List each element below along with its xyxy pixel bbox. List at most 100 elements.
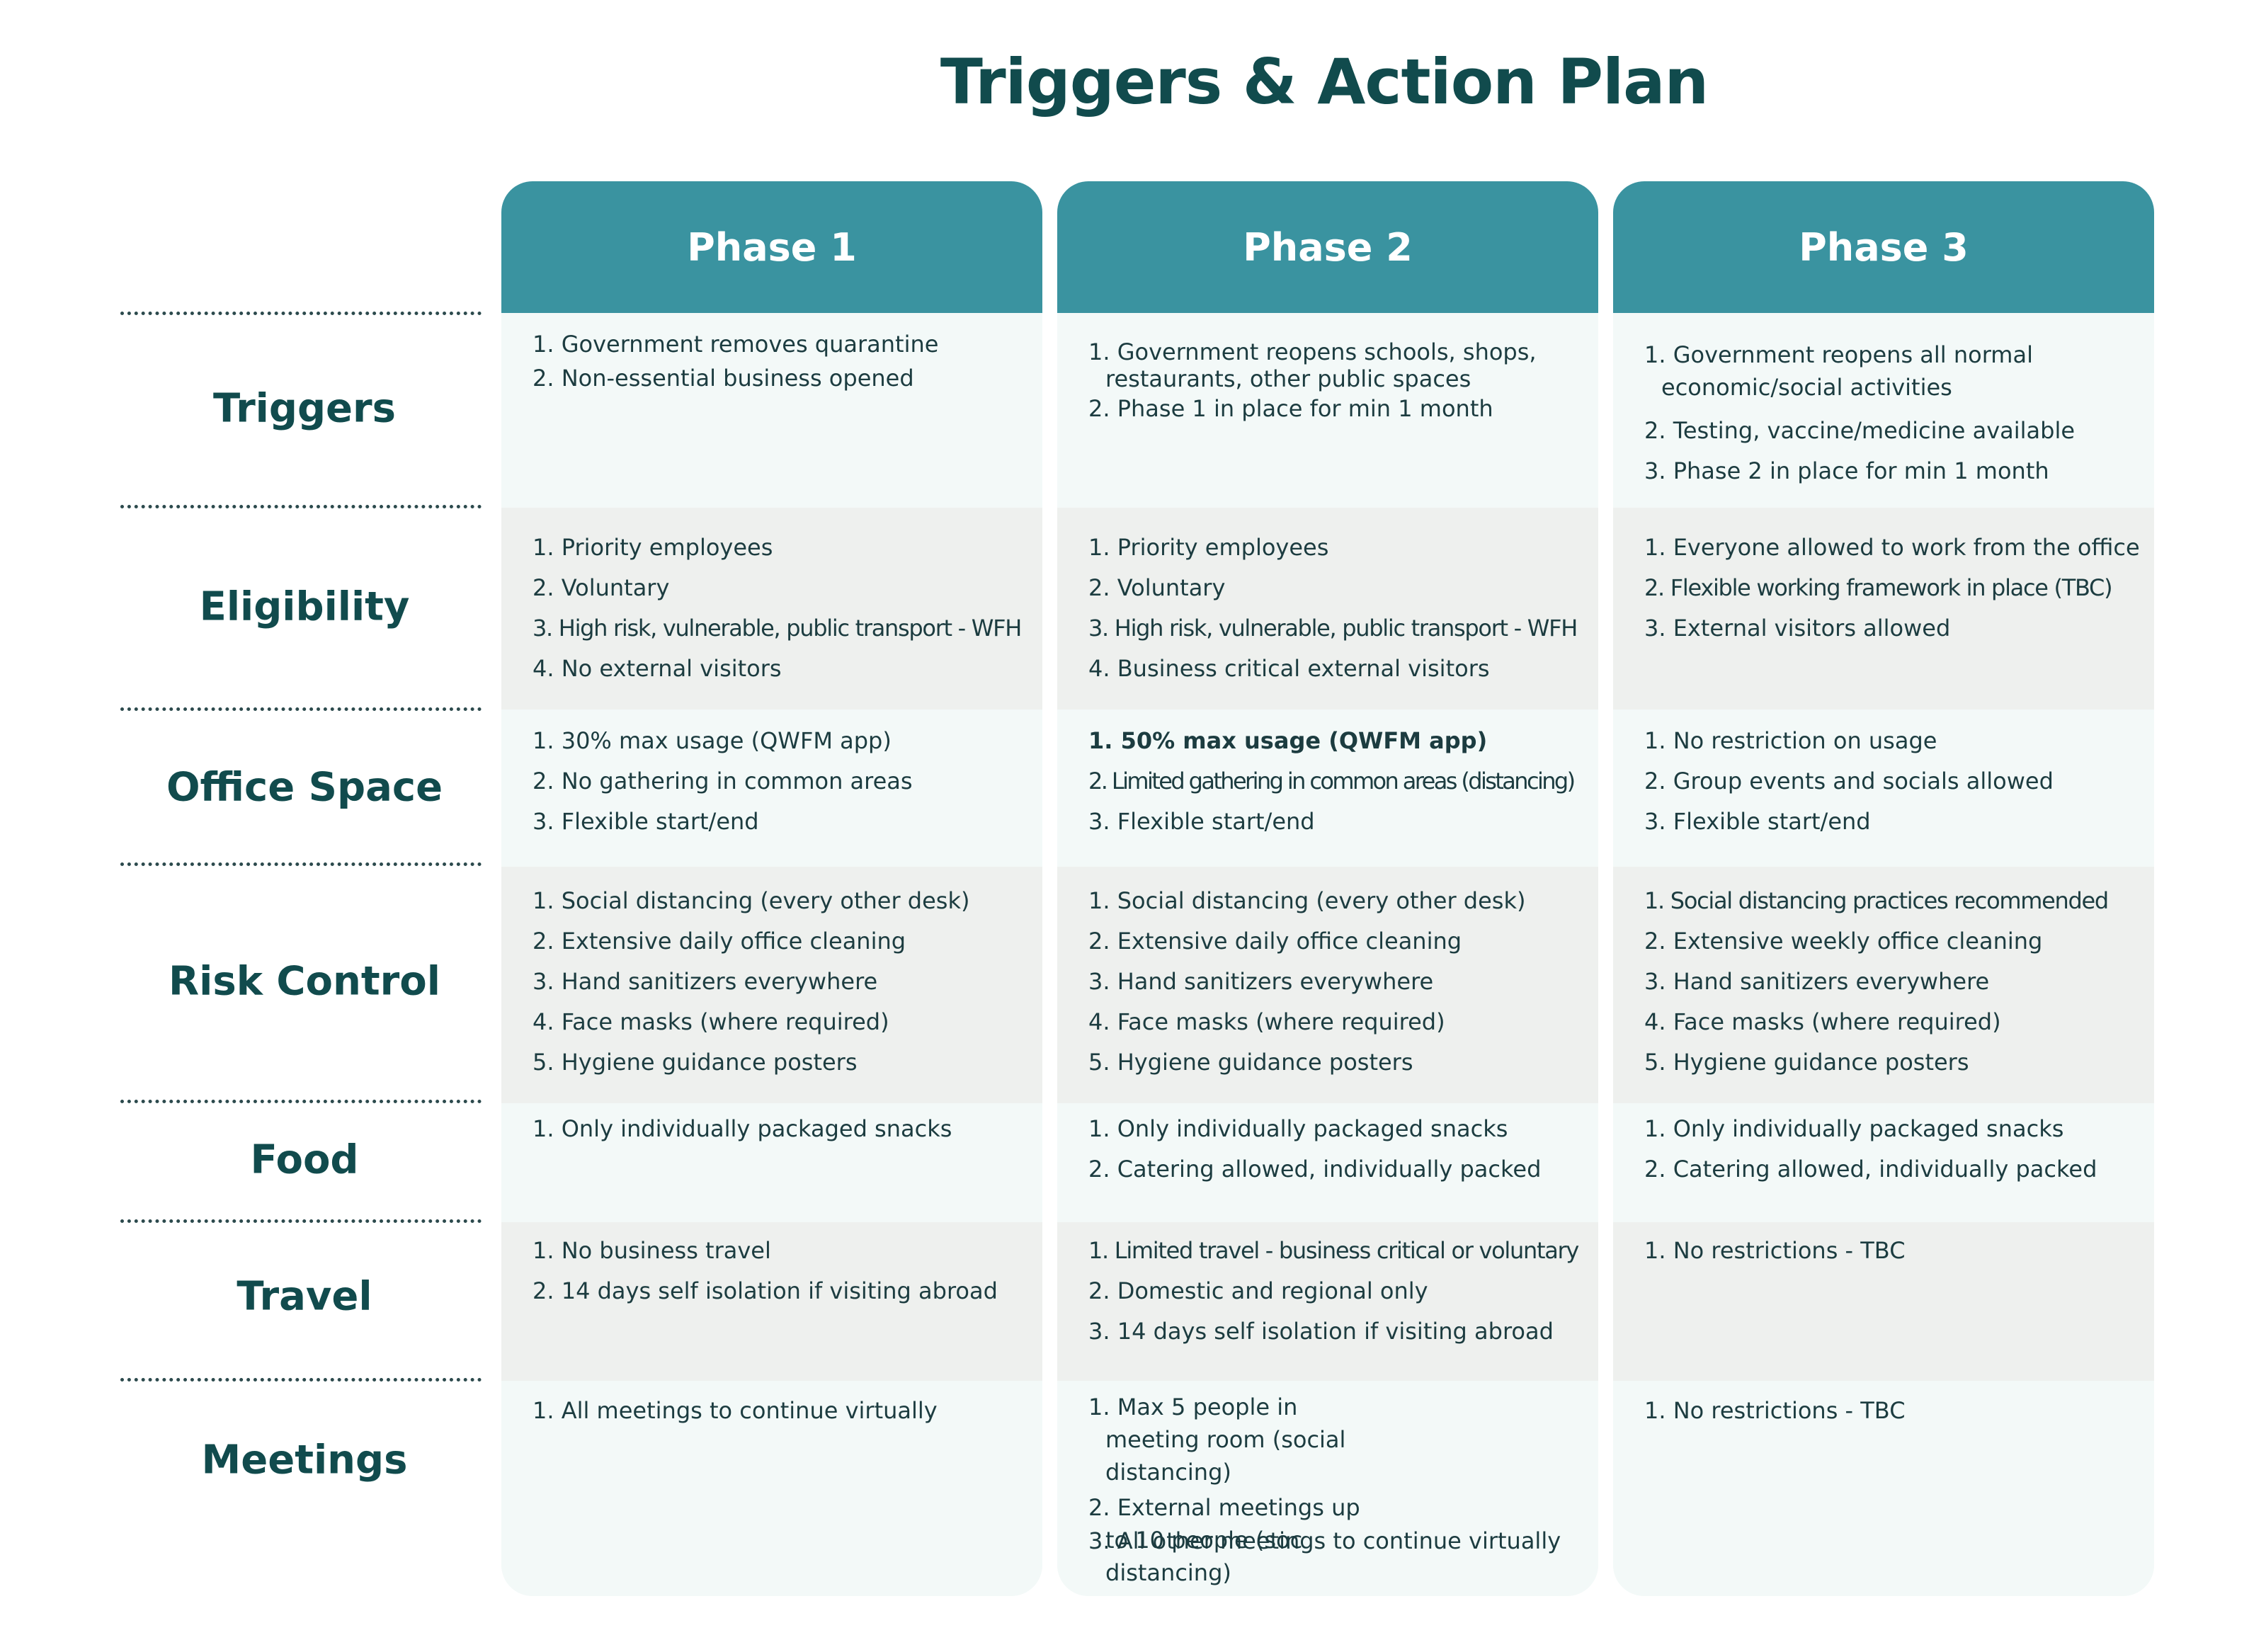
list-item: 3. All other meetings to continue virtua…	[1088, 1527, 1561, 1554]
row-divider	[120, 707, 482, 711]
phase-2-eligibility-cell: 1. Priority employees 2. Voluntary 3. Hi…	[1088, 528, 1581, 689]
office-space-band: 1. No restriction on usage 2. Group even…	[1613, 710, 2154, 867]
list-item: 3. Hand sanitizers everywhere	[1088, 968, 1434, 995]
phase-1-risk-control-cell: 1. Social distancing (every other desk) …	[533, 881, 1025, 1083]
list-item: 4. Face masks (where required)	[1088, 1008, 1445, 1035]
row-label-meetings: Meetings	[201, 1437, 408, 1483]
row-label-risk-control: Risk Control	[169, 958, 440, 1005]
list-item: 2. Non-essential business opened	[533, 365, 914, 392]
list-item: 2. Catering allowed, individually packed	[1644, 1156, 2097, 1183]
list-item: 2. No gathering in common areas	[533, 768, 913, 794]
list-item: 3. External visitors allowed	[1644, 615, 1951, 642]
row-label-travel: Travel	[237, 1273, 372, 1320]
phase-2-column: Phase 2 1. Government reopens schools, s…	[1057, 181, 1598, 1596]
list-item: 1. 50% max usage (QWFM app)	[1088, 727, 1488, 754]
phase-2-risk-control-cell: 1. Social distancing (every other desk) …	[1088, 881, 1581, 1083]
phase-3-header: Phase 3	[1613, 181, 2154, 313]
office-space-band: 1. 30% max usage (QWFM app) 2. No gather…	[501, 710, 1042, 867]
list-item: 1. Social distancing (every other desk)	[1088, 887, 1526, 914]
list-item: 1. No restrictions - TBC	[1644, 1397, 1906, 1424]
phase-1-meetings-cell: 1. All meetings to continue virtually	[533, 1391, 1025, 1431]
row-label-office-space: Office Space	[166, 764, 443, 811]
list-item: 2. Limited gathering in common areas (di…	[1088, 768, 1576, 794]
phase-1-header: Phase 1	[501, 181, 1042, 313]
office-space-band: 1. 50% max usage (QWFM app) 2. Limited g…	[1057, 710, 1598, 867]
row-divider	[120, 862, 482, 866]
list-item: 4. Face masks (where required)	[1644, 1008, 2001, 1035]
list-item: 1. Government removes quarantine	[533, 331, 939, 358]
list-item: 3. Flexible start/end	[533, 808, 759, 835]
list-item: 2. Extensive daily office cleaning	[1088, 928, 1462, 955]
triggers-band: 1. Government reopens all normal economi…	[1613, 313, 2154, 508]
list-item: 2. Catering allowed, individually packed	[1088, 1156, 1542, 1183]
list-item: 2. External meetings up to 10 people (so…	[1088, 1494, 1360, 1586]
page-title: Triggers & Action Plan	[940, 45, 1709, 118]
list-item: 3. High risk, vulnerable, public transpo…	[1088, 615, 1578, 642]
phase-2-triggers-cell: 1. Government reopens schools, shops, re…	[1088, 338, 1581, 425]
list-item: 2. Voluntary	[533, 574, 670, 601]
meetings-band: 1. No restrictions - TBC	[1613, 1381, 2154, 1596]
list-item: 1. Social distancing (every other desk)	[533, 887, 970, 914]
list-item: 2. Phase 1 in place for min 1 month	[1088, 395, 1493, 422]
travel-band: 1. Limited travel - business critical or…	[1057, 1222, 1598, 1381]
list-item: 1. Government reopens all normal economi…	[1644, 341, 2033, 401]
list-item: 2. Extensive daily office cleaning	[533, 928, 906, 955]
eligibility-band: 1. Priority employees 2. Voluntary 3. Hi…	[501, 508, 1042, 710]
list-item: 5. Hygiene guidance posters	[1644, 1049, 1969, 1076]
travel-band: 1. No business travel 2. 14 days self is…	[501, 1222, 1042, 1381]
list-item: 4. Face masks (where required)	[533, 1008, 889, 1035]
phase-3-eligibility-cell: 1. Everyone allowed to work from the off…	[1644, 528, 2140, 649]
triggers-band: 1. Government removes quarantine 2. Non-…	[501, 313, 1042, 508]
food-band: 1. Only individually packaged snacks	[501, 1103, 1042, 1222]
row-divider	[120, 1219, 482, 1223]
list-item: 3. Hand sanitizers everywhere	[1644, 968, 1990, 995]
list-item: 5. Hygiene guidance posters	[533, 1049, 858, 1076]
phase-3-meetings-cell: 1. No restrictions - TBC	[1644, 1391, 2137, 1431]
phase-1-travel-cell: 1. No business travel 2. 14 days self is…	[533, 1231, 1025, 1311]
list-item: 1. No restrictions - TBC	[1644, 1237, 1906, 1264]
phase-2-travel-cell: 1. Limited travel - business critical or…	[1088, 1231, 1581, 1352]
phase-2-header: Phase 2	[1057, 181, 1598, 313]
phase-2-meetings-cell: 1. Max 5 people in meeting room (social …	[1088, 1391, 1386, 1592]
list-item: 3. Flexible start/end	[1644, 808, 1871, 835]
list-item: 3. 14 days self isolation if visiting ab…	[1088, 1318, 1554, 1345]
food-band: 1. Only individually packaged snacks 2. …	[1613, 1103, 2154, 1222]
risk-control-band: 1. Social distancing (every other desk) …	[1057, 867, 1598, 1103]
list-item: 3. Flexible start/end	[1088, 808, 1315, 835]
list-item: 2. Voluntary	[1088, 574, 1226, 601]
list-item: 1. Everyone allowed to work from the off…	[1644, 534, 2140, 561]
row-divider	[120, 312, 482, 315]
list-item: 1. Priority employees	[533, 534, 773, 561]
travel-band: 1. No restrictions - TBC	[1613, 1222, 2154, 1381]
list-item: 3. High risk, vulnerable, public transpo…	[533, 615, 1022, 642]
list-item: 1. Only individually packaged snacks	[1644, 1115, 2064, 1142]
list-item: 1. Max 5 people in meeting room (social …	[1088, 1394, 1346, 1486]
phase-2-food-cell: 1. Only individually packaged snacks 2. …	[1088, 1109, 1581, 1190]
row-label-triggers: Triggers	[213, 385, 396, 432]
phase-1-triggers-cell: 1. Government removes quarantine 2. Non-…	[533, 327, 1025, 395]
list-item: 1. No business travel	[533, 1237, 771, 1264]
row-label-eligibility: Eligibility	[199, 583, 410, 630]
list-item: 2. Flexible working framework in place (…	[1644, 574, 2113, 601]
list-item: 2. Group events and socials allowed	[1644, 768, 2054, 794]
row-divider	[120, 1378, 482, 1382]
list-item: 4. No external visitors	[533, 655, 782, 682]
risk-control-band: 1. Social distancing (every other desk) …	[501, 867, 1042, 1103]
phase-3-food-cell: 1. Only individually packaged snacks 2. …	[1644, 1109, 2137, 1190]
phase-1-eligibility-cell: 1. Priority employees 2. Voluntary 3. Hi…	[533, 528, 1025, 689]
list-item: 1. No restriction on usage	[1644, 727, 1937, 754]
row-divider	[120, 505, 482, 508]
meetings-band: 1. Max 5 people in meeting room (social …	[1057, 1381, 1598, 1596]
phase-2-office-space-cell: 1. 50% max usage (QWFM app) 2. Limited g…	[1088, 721, 1581, 842]
list-item: 2. Domestic and regional only	[1088, 1277, 1428, 1304]
phase-1-food-cell: 1. Only individually packaged snacks	[533, 1109, 1025, 1149]
list-item: 1. Only individually packaged snacks	[533, 1115, 952, 1142]
triggers-band: 1. Government reopens schools, shops, re…	[1057, 313, 1598, 508]
phase-3-column: Phase 3 1. Government reopens all normal…	[1613, 181, 2154, 1596]
list-item: 1. Government reopens schools, shops, re…	[1088, 338, 1537, 392]
meetings-band: 1. All meetings to continue virtually	[501, 1381, 1042, 1596]
list-item: 1. All meetings to continue virtually	[533, 1397, 938, 1424]
phase-3-risk-control-cell: 1. Social distancing practices recommend…	[1644, 881, 2137, 1083]
list-item: 2. Extensive weekly office cleaning	[1644, 928, 2043, 955]
list-item: 2. 14 days self isolation if visiting ab…	[533, 1277, 998, 1304]
